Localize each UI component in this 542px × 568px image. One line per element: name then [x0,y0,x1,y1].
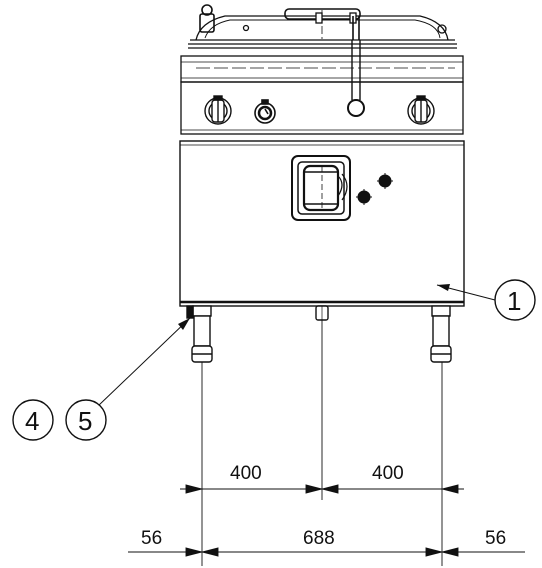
dimension-total-width: 688 [303,528,335,549]
dimension-left-half: 400 [230,463,262,484]
dimension-right-gap: 56 [485,528,506,549]
dimension-right-half: 400 [372,463,404,484]
pressure-gauge [254,99,276,124]
legs [186,305,452,363]
callout-1: 1 [436,279,536,321]
right-control-knob [407,95,435,125]
callout-1-label: 1 [507,286,521,316]
kettle-lid [188,4,457,49]
callout-4-5: 4 5 [12,317,191,441]
water-tap [347,16,365,117]
callout-4-label: 4 [25,406,39,436]
dimension-lines [128,484,525,557]
control-band [180,55,464,135]
indicator-lights [356,173,393,205]
dimension-left-gap: 56 [141,528,162,549]
callout-5-label: 5 [78,406,92,436]
left-control-knob [204,95,232,125]
tilt-handwheel [291,155,351,221]
extension-lines [201,320,443,566]
